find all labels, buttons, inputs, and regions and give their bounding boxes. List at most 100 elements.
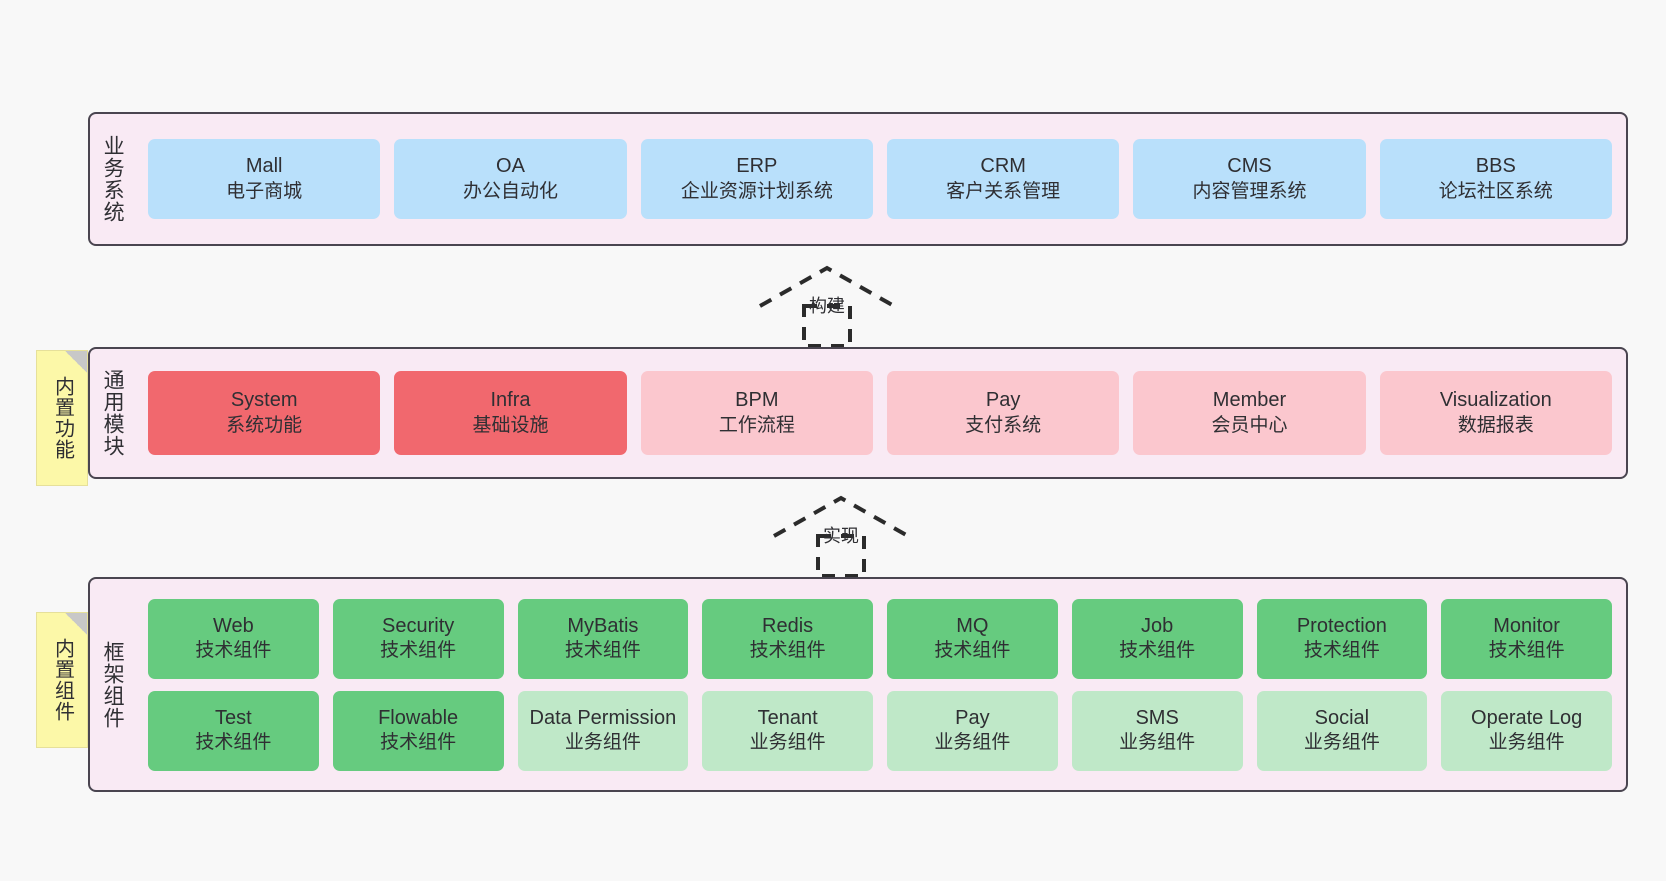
band-label-framework-components: 框架组件 bbox=[101, 640, 125, 729]
node-title: Data Permission bbox=[529, 706, 677, 729]
node-subtitle: 会员中心 bbox=[1211, 414, 1288, 436]
node-title: MyBatis bbox=[567, 614, 639, 637]
node-title: Monitor bbox=[1493, 614, 1560, 637]
framework-component-redis[interactable]: Redis 技术组件 bbox=[702, 598, 873, 679]
note-fold-corner-icon bbox=[65, 613, 87, 635]
connector-build: 构建 bbox=[756, 262, 898, 348]
node-title: BPM bbox=[735, 389, 779, 412]
node-subtitle: 技术组件 bbox=[1303, 640, 1380, 662]
node-subtitle: 技术组件 bbox=[380, 732, 457, 754]
node-subtitle: 数据报表 bbox=[1457, 414, 1534, 436]
connector-implement-label: 实现 bbox=[823, 526, 859, 546]
node-subtitle: 技术组件 bbox=[564, 640, 641, 662]
node-title: System bbox=[230, 389, 298, 412]
node-title: CMS bbox=[1227, 155, 1272, 178]
node-subtitle: 技术组件 bbox=[1488, 640, 1565, 662]
node-subtitle: 技术组件 bbox=[1119, 640, 1196, 662]
node-title: Social bbox=[1314, 706, 1370, 729]
note-fold-corner-icon bbox=[65, 351, 87, 373]
framework-component-security[interactable]: Security 技术组件 bbox=[332, 598, 504, 679]
node-title: Infra bbox=[490, 389, 531, 412]
node-subtitle: 业务组件 bbox=[934, 732, 1011, 754]
node-subtitle: 工作流程 bbox=[718, 414, 795, 436]
node-title: Security bbox=[382, 614, 455, 637]
node-subtitle: 办公自动化 bbox=[462, 180, 558, 202]
node-subtitle: 系统功能 bbox=[226, 414, 303, 436]
node-subtitle: 业务组件 bbox=[749, 732, 826, 754]
framework-component-test[interactable]: Test 技术组件 bbox=[148, 690, 319, 771]
node-subtitle: 论坛社区系统 bbox=[1438, 180, 1553, 202]
connector-implement-arrow bbox=[773, 495, 909, 578]
node-title: ERP bbox=[736, 155, 778, 178]
band-label-common-modules: 通用模块 bbox=[101, 369, 125, 457]
note-builtin-components-label: 内置组件 bbox=[51, 638, 74, 722]
framework-component-monitor[interactable]: Monitor 技术组件 bbox=[1441, 598, 1612, 679]
node-subtitle: 基础设施 bbox=[472, 414, 549, 436]
note-builtin-components: 内置组件 bbox=[36, 612, 88, 748]
framework-component-mybatis[interactable]: MyBatis 技术组件 bbox=[517, 598, 689, 679]
framework-component-flowable[interactable]: Flowable 技术组件 bbox=[332, 690, 504, 771]
node-subtitle: 内容管理系统 bbox=[1192, 180, 1307, 202]
node-subtitle: 技术组件 bbox=[195, 640, 272, 662]
node-subtitle: 支付系统 bbox=[965, 414, 1042, 436]
node-subtitle: 技术组件 bbox=[380, 640, 457, 662]
note-builtin-features: 内置功能 bbox=[36, 350, 88, 486]
node-title: Mall bbox=[245, 155, 283, 178]
node-subtitle: 电子商城 bbox=[226, 180, 303, 202]
node-title: Operate Log bbox=[1471, 706, 1583, 729]
band-label-business-systems: 业务系统 bbox=[101, 135, 125, 223]
node-subtitle: 技术组件 bbox=[749, 640, 826, 662]
node-title: Flowable bbox=[378, 706, 459, 729]
node-title: Pay bbox=[955, 706, 990, 729]
node-title: SMS bbox=[1135, 706, 1179, 729]
node-title: Tenant bbox=[757, 706, 818, 729]
node-subtitle: 客户关系管理 bbox=[946, 180, 1061, 202]
connector-build-arrow bbox=[759, 265, 895, 348]
connector-build-label: 构建 bbox=[809, 296, 845, 316]
framework-component-pay[interactable]: Pay 业务组件 bbox=[887, 690, 1058, 771]
connector-implement: 实现 bbox=[770, 492, 912, 578]
node-title: Web bbox=[212, 614, 254, 637]
framework-component-job[interactable]: Job 技术组件 bbox=[1071, 598, 1243, 679]
node-title: Job bbox=[1141, 614, 1174, 637]
node-title: CRM bbox=[980, 155, 1026, 178]
node-subtitle: 业务组件 bbox=[564, 732, 641, 754]
node-title: Test bbox=[215, 706, 252, 729]
node-title: Member bbox=[1212, 389, 1287, 412]
node-subtitle: 业务组件 bbox=[1119, 732, 1196, 754]
node-title: OA bbox=[496, 155, 525, 178]
node-title: Redis bbox=[762, 614, 814, 637]
node-title: MQ bbox=[956, 614, 989, 637]
framework-component-data-permission[interactable]: Data Permission 业务组件 bbox=[517, 690, 689, 771]
framework-component-sms[interactable]: SMS 业务组件 bbox=[1071, 690, 1243, 771]
framework-component-tenant[interactable]: Tenant 业务组件 bbox=[702, 690, 873, 771]
framework-component-web[interactable]: Web 技术组件 bbox=[148, 598, 319, 679]
node-title: Pay bbox=[985, 389, 1021, 412]
node-subtitle: 技术组件 bbox=[195, 732, 272, 754]
note-builtin-features-label: 内置功能 bbox=[51, 376, 74, 460]
node-subtitle: 企业资源计划系统 bbox=[680, 180, 833, 202]
